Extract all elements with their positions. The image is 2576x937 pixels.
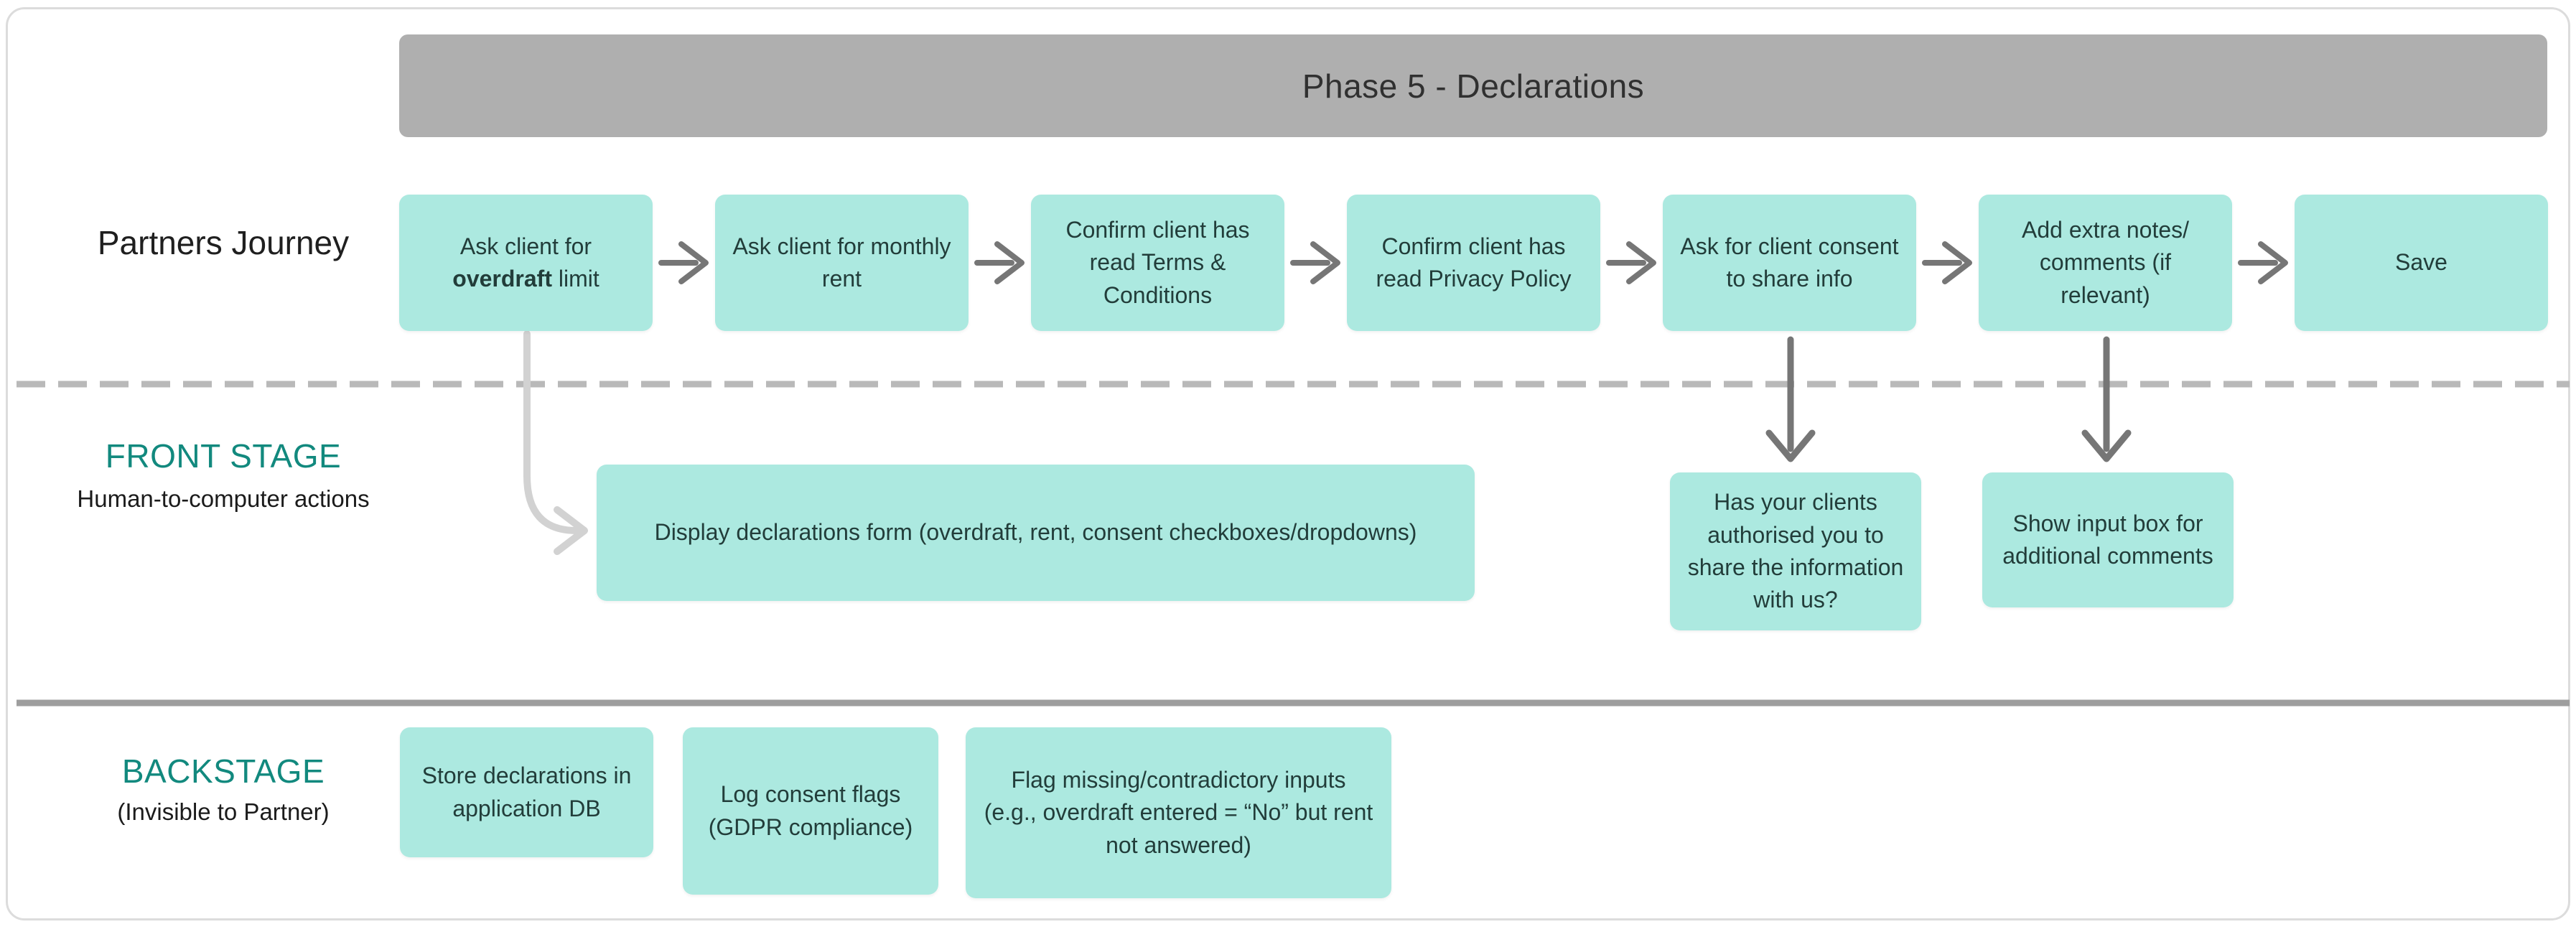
frontstage-box-label: Has your clients authorised you to share… (1687, 489, 1904, 613)
journey-arrow-6 (2238, 241, 2288, 284)
backstage-box-label: Store declarations in application DB (421, 763, 632, 821)
arrow-comments-input (2081, 336, 2132, 462)
lane-sublabel-backstage: (Invisible to Partner) (117, 798, 330, 825)
frontstage-display-declarations-form: Display declarations form (overdraft, re… (597, 465, 1475, 601)
lane-sublabel-front-stage: Human-to-computer actions (77, 485, 370, 512)
curved-arrow-to-declarations-form (523, 330, 588, 555)
lane-label-front-stage: FRONT STAGE (105, 437, 342, 475)
phase-header-bar: Phase 5 - Declarations (399, 34, 2547, 137)
arrow-consent-question (1765, 336, 1816, 462)
backstage-box-label: Log consent flags (GDPR compliance) (708, 781, 913, 840)
journey-step-ask-monthly-rent: Ask client for monthly rent (715, 195, 969, 331)
backstage-flag-missing-inputs: Flag missing/contradictory inputs (e.g.,… (966, 727, 1391, 898)
journey-step-label: Add extra notes/ comments (if relevant) (2021, 216, 2190, 308)
journey-step-confirm-privacy: Confirm client has read Privacy Policy (1347, 195, 1600, 331)
backstage-store-declarations: Store declarations in application DB (400, 727, 653, 857)
frontstage-box-label: Display declarations form (overdraft, re… (654, 519, 1417, 546)
frontstage-consent-question: Has your clients authorised you to share… (1670, 472, 1921, 630)
step-text-bold: overdraft (452, 266, 552, 292)
journey-arrow-4 (1606, 241, 1656, 284)
journey-step-label: Ask client for monthly rent (732, 233, 951, 292)
journey-step-ask-overdraft: Ask client for overdraft limit (399, 195, 653, 331)
journey-step-save: Save (2295, 195, 2548, 331)
journey-step-label: Ask client for overdraft limit (416, 230, 635, 296)
journey-step-label: Confirm client has read Privacy Policy (1376, 233, 1572, 292)
journey-step-label: Ask for client consent to share info (1680, 233, 1899, 292)
journey-arrow-1 (658, 241, 709, 284)
frontstage-box-label: Show input box for additional comments (2002, 510, 2213, 569)
journey-step-confirm-terms: Confirm client has read Terms & Conditio… (1031, 195, 1284, 331)
journey-arrow-3 (1290, 241, 1340, 284)
frontstage-show-input-box: Show input box for additional comments (1982, 472, 2234, 607)
lane-label-partners-journey: Partners Journey (97, 224, 350, 261)
journey-arrow-5 (1922, 241, 1972, 284)
blueprint-card: Phase 5 - Declarations Partners Journey … (6, 7, 2570, 920)
backstage-box-label: Flag missing/contradictory inputs (e.g.,… (984, 766, 1373, 858)
backstage-log-consent-flags: Log consent flags (GDPR compliance) (683, 727, 938, 895)
phase-title: Phase 5 - Declarations (1302, 67, 1645, 105)
step-text-pre: Ask client for (459, 233, 592, 259)
journey-step-label: Confirm client has read Terms & Conditio… (1065, 216, 1250, 308)
journey-step-add-notes: Add extra notes/ comments (if relevant) (1979, 195, 2232, 331)
lane-label-backstage: BACKSTAGE (121, 752, 325, 790)
journey-step-ask-consent: Ask for client consent to share info (1663, 195, 1916, 331)
step-text-post: limit (551, 266, 599, 292)
journey-step-label: Save (2395, 249, 2447, 276)
journey-arrow-2 (974, 241, 1025, 284)
